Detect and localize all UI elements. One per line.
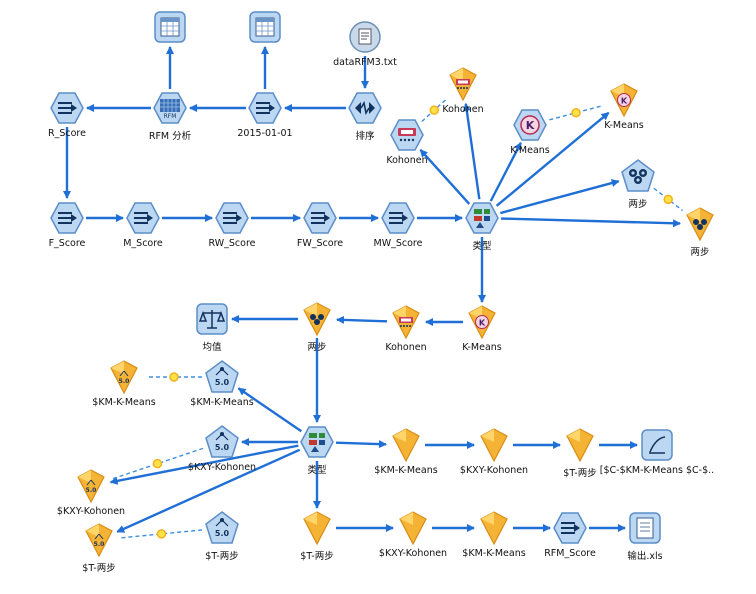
node-shape[interactable] xyxy=(553,511,587,545)
node-label: $KXY-Kohonen xyxy=(187,462,257,473)
node-label: 两步 xyxy=(690,247,710,258)
model-refresh-icon xyxy=(429,105,440,115)
node-label: $KXY-Kohonen xyxy=(459,465,529,476)
edge-type2-to-km_kmeans_c50 xyxy=(237,387,302,433)
node-label: FW_Score xyxy=(296,238,344,249)
node-label: RFM_Score xyxy=(544,548,596,559)
node-shape[interactable] xyxy=(300,302,334,337)
node-label: $KXY-Kohonen xyxy=(56,506,126,517)
edge-type2-to-t_gen xyxy=(116,448,301,533)
node-label: K-Means xyxy=(604,120,644,131)
node-shape[interactable] xyxy=(107,360,141,395)
node-shape[interactable] xyxy=(303,201,337,235)
node-label: R_Score xyxy=(48,128,86,139)
node-shape[interactable] xyxy=(300,425,334,459)
node-label: K-Means xyxy=(510,145,550,156)
edge-type1-to-kohonen_build xyxy=(419,149,471,205)
node-shape[interactable] xyxy=(683,207,717,242)
node-label: $T-两步 xyxy=(205,551,239,562)
node-label: $T-两步 xyxy=(300,551,334,562)
node-label: M_Score xyxy=(123,238,163,249)
node-shape[interactable] xyxy=(396,511,430,546)
node-shape[interactable] xyxy=(215,201,249,235)
node-label: 排序 xyxy=(355,131,375,142)
model-refresh-icon xyxy=(169,372,179,382)
node-label: 类型 xyxy=(307,465,327,476)
node-shape[interactable] xyxy=(640,428,674,462)
node-shape[interactable] xyxy=(153,10,187,44)
node-label: $KM-K-Means xyxy=(462,548,526,559)
node-shape[interactable] xyxy=(248,10,282,44)
node-shape[interactable] xyxy=(607,83,641,118)
node-shape[interactable] xyxy=(446,67,480,102)
node-label: RW_Score xyxy=(208,238,256,249)
model-refresh-icon xyxy=(152,458,163,469)
node-shape[interactable] xyxy=(628,511,662,545)
node-label: $T-两步 xyxy=(563,468,597,479)
node-shape[interactable] xyxy=(195,302,229,336)
node-shape[interactable] xyxy=(465,201,499,235)
node-label: 2015-01-01 xyxy=(237,128,293,139)
node-shape[interactable] xyxy=(389,305,423,340)
node-label: Kohonen xyxy=(442,104,484,115)
node-shape[interactable] xyxy=(465,305,499,340)
model-link-twostep_build xyxy=(653,187,684,212)
node-label: 类型 xyxy=(472,241,492,252)
edge-type1-to-twostep_build xyxy=(500,179,620,215)
node-shape[interactable] xyxy=(248,91,282,125)
node-shape[interactable] xyxy=(381,201,415,235)
node-label: 输出.xls xyxy=(627,551,663,562)
node-shape[interactable] xyxy=(300,511,334,546)
node-shape[interactable] xyxy=(205,425,239,459)
node-label: [$C-$KM-K-Means $C-$.. xyxy=(599,465,715,476)
node-shape[interactable] xyxy=(390,118,424,152)
edge-type1-to-kmeans_top xyxy=(495,111,610,207)
node-shape[interactable] xyxy=(348,91,382,125)
node-shape[interactable] xyxy=(50,201,84,235)
node-label: 两步 xyxy=(628,199,648,210)
edge-type1-to-kohonen_top xyxy=(462,102,481,200)
node-label: $KM-K-Means xyxy=(374,465,438,476)
node-label: dataRFM3.txt xyxy=(333,57,397,68)
node-shape[interactable] xyxy=(153,91,187,125)
node-shape[interactable] xyxy=(126,201,160,235)
model-link-kmeans_build xyxy=(549,104,603,121)
node-shape[interactable] xyxy=(513,108,547,142)
node-label: RFM 分析 xyxy=(148,131,192,142)
edge-type2-to-kxy_gen xyxy=(109,444,299,485)
edge-type1-to-kmeans_build xyxy=(489,141,522,202)
node-shape[interactable] xyxy=(477,511,511,546)
model-refresh-icon xyxy=(663,194,673,205)
node-shape[interactable] xyxy=(205,511,239,545)
model-refresh-icon xyxy=(156,529,167,539)
node-label: Kohonen xyxy=(385,342,427,353)
node-label: K-Means xyxy=(462,342,502,353)
node-shape[interactable] xyxy=(74,469,108,504)
model-link-kxy_c50 xyxy=(111,447,204,480)
node-shape[interactable] xyxy=(477,428,511,463)
node-label: F_Score xyxy=(48,238,86,249)
node-label: $KM-K-Means xyxy=(92,397,156,408)
node-label: $T-两步 xyxy=(82,563,116,574)
node-label: 均值 xyxy=(202,342,222,353)
edge-type2-to-r_km xyxy=(335,440,388,449)
node-shape[interactable] xyxy=(82,523,116,558)
node-label: MW_Score xyxy=(373,238,423,249)
node-label: $KXY-Kohonen xyxy=(378,548,448,559)
node-shape[interactable] xyxy=(389,428,423,463)
node-shape[interactable] xyxy=(50,91,84,125)
node-label: Kohonen xyxy=(386,155,428,166)
node-label: $KM-K-Means xyxy=(190,397,254,408)
edge-kohonen_m2-to-twostep_m2 xyxy=(335,315,388,324)
node-shape[interactable] xyxy=(205,360,239,394)
node-label: 两步 xyxy=(307,342,327,353)
model-refresh-icon xyxy=(571,108,581,118)
node-shape[interactable] xyxy=(348,20,382,54)
edge-type1-to-twostep_model xyxy=(500,217,682,228)
node-shape[interactable] xyxy=(563,428,597,463)
node-shape[interactable] xyxy=(621,159,655,193)
